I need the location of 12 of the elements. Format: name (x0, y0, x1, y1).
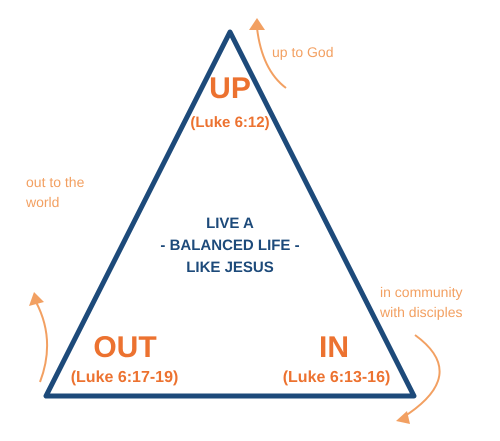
side-note: up to God (272, 43, 334, 62)
center-text: LIKE JESUS (185, 258, 275, 278)
center-text: LIVE A (205, 214, 255, 234)
center-text: - BALANCED LIFE - (159, 236, 301, 256)
side-note: in community with disciples (380, 283, 464, 322)
verse-reference: (Luke 6:12) (189, 113, 271, 133)
heading: OUT (92, 330, 158, 366)
verse-reference: (Luke 6:17-19) (70, 368, 180, 388)
verse-reference: (Luke 6:13-16) (282, 368, 392, 388)
side-note: out to the world (26, 173, 86, 212)
heading: UP (208, 71, 252, 107)
heading: IN (318, 330, 350, 366)
